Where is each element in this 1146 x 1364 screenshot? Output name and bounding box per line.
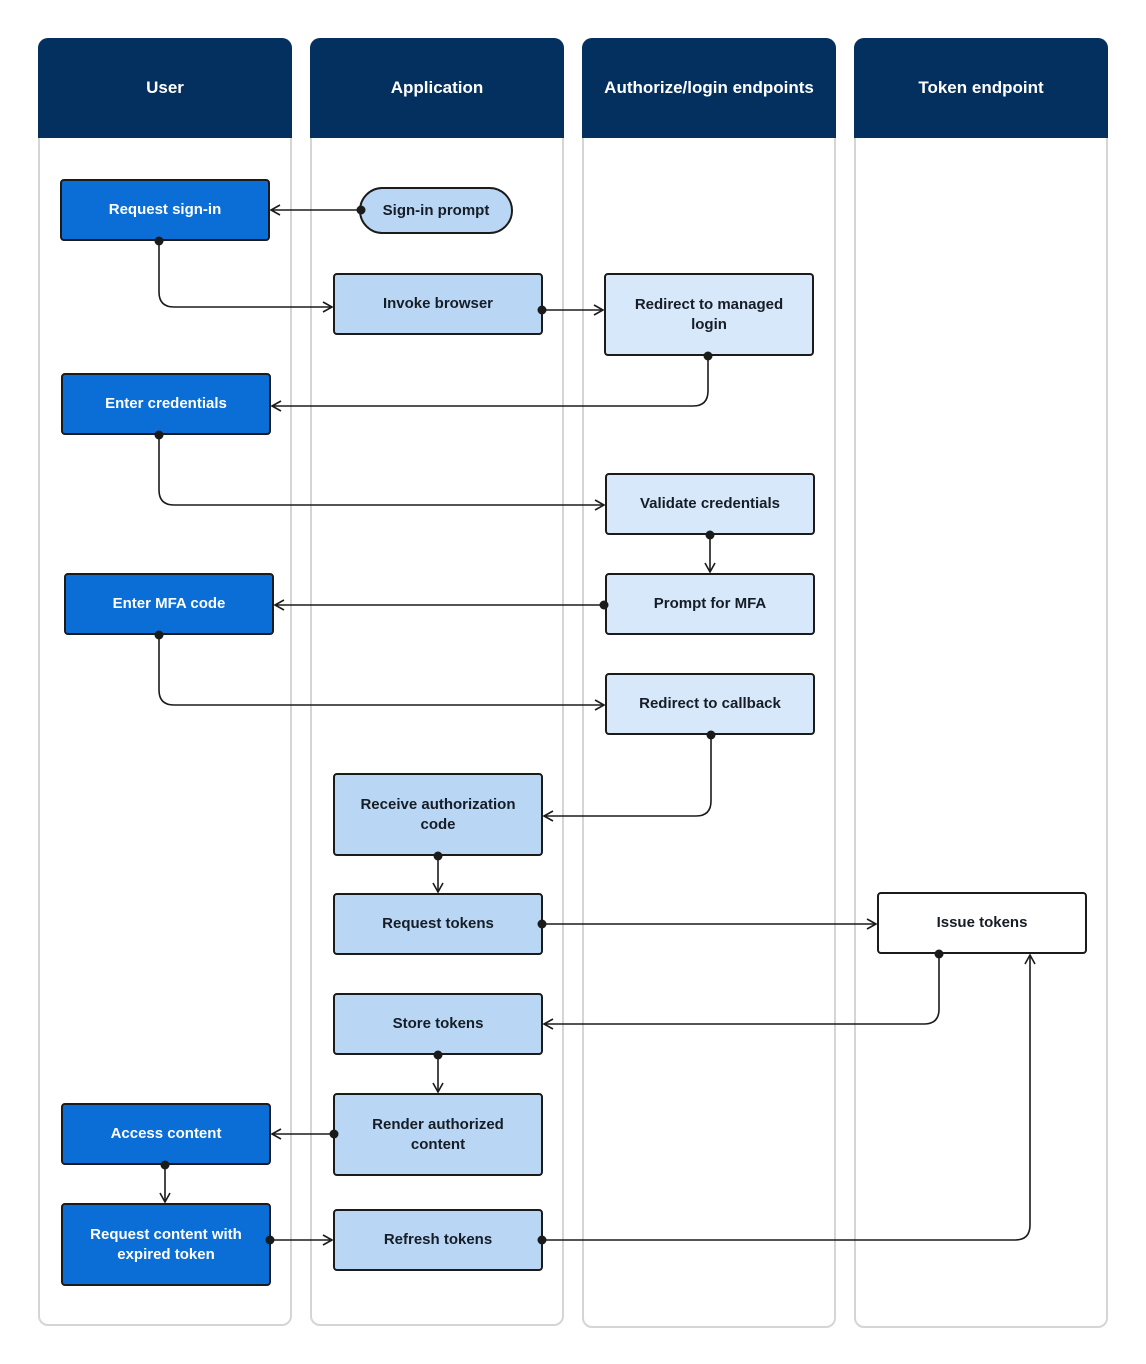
node-prompt-for-mfa[interactable]: Prompt for MFA <box>605 573 815 635</box>
node-redirect-managed-login[interactable]: Redirect to managed login <box>604 273 814 356</box>
node-receive-authorization-code[interactable]: Receive authorization code <box>333 773 543 856</box>
node-render-authorized-content[interactable]: Render authorized content <box>333 1093 543 1176</box>
node-sign-in-prompt[interactable]: Sign-in prompt <box>359 187 513 234</box>
lane-header-user: User <box>38 38 292 138</box>
node-request-tokens[interactable]: Request tokens <box>333 893 543 955</box>
node-request-sign-in[interactable]: Request sign-in <box>60 179 270 241</box>
node-redirect-to-callback[interactable]: Redirect to callback <box>605 673 815 735</box>
node-validate-credentials[interactable]: Validate credentials <box>605 473 815 535</box>
node-enter-credentials[interactable]: Enter credentials <box>61 373 271 435</box>
node-refresh-tokens[interactable]: Refresh tokens <box>333 1209 543 1271</box>
lane-header-authorize-login: Authorize/login endpoints <box>582 38 836 138</box>
node-invoke-browser[interactable]: Invoke browser <box>333 273 543 335</box>
lane-header-token-endpoint: Token endpoint <box>854 38 1108 138</box>
node-request-content-expired-token[interactable]: Request content with expired token <box>61 1203 271 1286</box>
node-enter-mfa-code[interactable]: Enter MFA code <box>64 573 274 635</box>
node-access-content[interactable]: Access content <box>61 1103 271 1165</box>
node-issue-tokens[interactable]: Issue tokens <box>877 892 1087 954</box>
node-store-tokens[interactable]: Store tokens <box>333 993 543 1055</box>
lane-token-endpoint: Token endpoint <box>854 38 1108 1328</box>
lane-header-application: Application <box>310 38 564 138</box>
